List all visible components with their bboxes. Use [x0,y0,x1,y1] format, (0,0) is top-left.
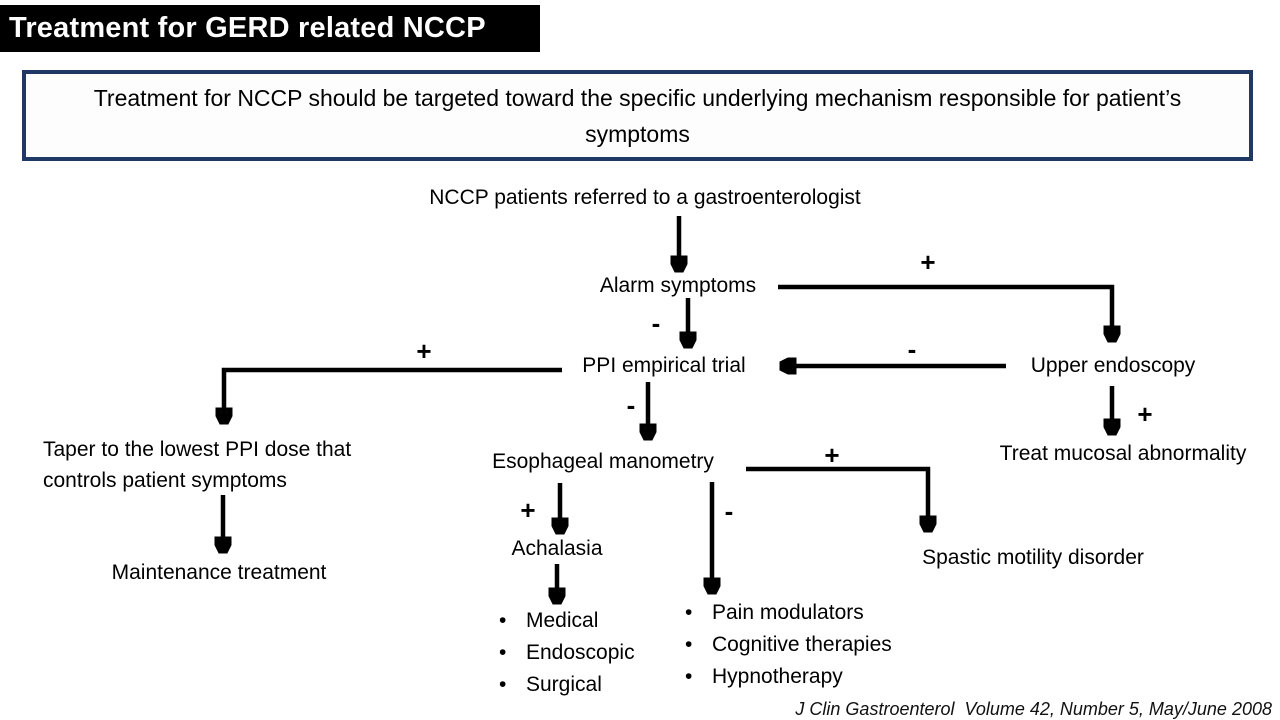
sign-alarm-to-endoscopy: + [920,247,936,277]
node-referral: NCCP patients referred to a gastroentero… [429,186,861,209]
sign-endoscopy-to-treat: + [1137,399,1153,429]
taper-line-2: controls patient symptoms [43,469,287,492]
achalasia-options-list: Medical Endoscopic Surgical [499,605,635,701]
slide-title: Treatment for GERD related NCCP [9,12,486,44]
achalasia-option-surgical: Surgical [526,673,602,696]
arrow-ppi-to-taper [224,367,562,422]
statement-text: Treatment for NCCP should be targeted to… [93,84,1182,147]
arrow-manometry-to-spastic [746,466,928,530]
statement-box: Treatment for NCCP should be targeted to… [22,70,1253,161]
slide-title-bar: Treatment for GERD related NCCP [0,5,540,52]
sign-ppi-to-taper: + [416,336,432,366]
functional-options-list: Pain modulators Cognitive therapies Hypn… [685,597,892,693]
node-alarm-symptoms: Alarm symptoms [599,274,757,297]
node-esophageal-manometry: Esophageal manometry [492,450,714,473]
functional-option-hypnotherapy: Hypnotherapy [712,665,843,688]
node-upper-endoscopy: Upper endoscopy [1030,354,1196,377]
sign-manometry-to-functional: - [724,496,734,526]
sign-manometry-to-achalasia: + [520,495,536,525]
node-treat-mucosal-abnormality: Treat mucosal abnormality [999,442,1247,465]
arrow-alarm-to-endoscopy [778,284,1112,340]
node-spastic-motility-disorder: Spastic motility disorder [922,546,1144,569]
sign-manometry-to-spastic: + [824,440,840,470]
taper-line-1: Taper to the lowest PPI dose that [43,438,352,461]
sign-alarm-to-ppi: - [651,308,661,338]
node-taper-ppi-dose: Taper to the lowest PPI dose that contro… [43,434,351,496]
achalasia-option-medical: Medical [526,609,599,632]
node-achalasia: Achalasia [511,537,603,560]
list-item: Hypnotherapy [685,661,892,693]
sign-ppi-to-manometry: - [626,390,636,420]
achalasia-option-endoscopic: Endoscopic [526,641,635,664]
list-item: Pain modulators [685,597,892,629]
node-ppi-empirical-trial: PPI empirical trial [582,354,746,377]
list-item: Endoscopic [499,637,635,669]
functional-option-pain-modulators: Pain modulators [712,601,864,624]
citation-footer: J Clin Gastroenterol Volume 42, Number 5… [795,699,1272,719]
node-maintenance-treatment: Maintenance treatment [111,561,327,584]
functional-option-cognitive-therapies: Cognitive therapies [712,633,892,656]
list-item: Medical [499,605,635,637]
sign-endoscopy-to-ppi: - [907,334,917,364]
list-item: Cognitive therapies [685,629,892,661]
list-item: Surgical [499,669,635,701]
